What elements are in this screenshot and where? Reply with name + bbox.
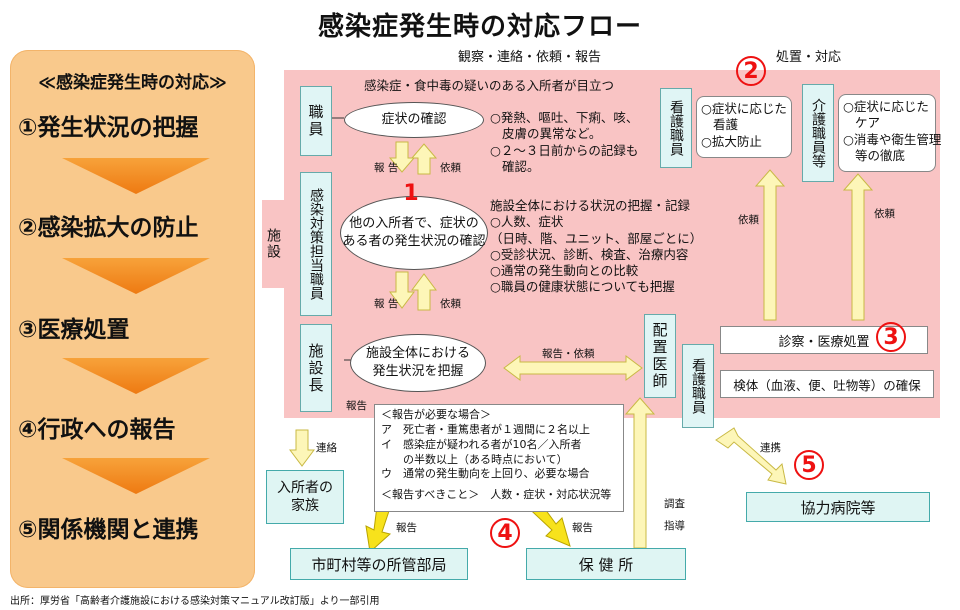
steps-panel [10,50,255,588]
arrow-report-request [503,355,643,381]
arrow-to-hospital [715,427,787,485]
label-survey: 調査 [664,498,685,510]
step-arrow-3 [62,358,210,394]
label-request: 依頼 [440,162,461,174]
role-care-worker: 介護職員等 [802,84,834,182]
condition-item: イ 感染症が疑われる者が10名／入所者 [381,437,582,451]
hospital-box: 協力病院等 [746,492,930,522]
symptoms-note: 皮膚の異常など。 [502,126,602,142]
step-3: ③医療処置 [18,317,130,343]
label-report: 報告 [396,522,417,534]
conditions-heading: ＜報告が必要な場合＞ [381,408,491,421]
label-report: 報 告 [374,298,399,310]
grasp-all-line: 施設全体における [365,346,470,362]
arrow-down-1 [388,141,416,173]
step-arrow-2 [62,258,210,294]
label-contact: 連絡 [316,442,337,454]
others-check-line: ある者の発生状況の確認 [342,234,486,249]
arrow-down-2 [389,271,415,309]
care-action: ○消毒や衛生管理 [843,131,942,147]
condition-item: の半数以上（ある時点において） [403,452,568,466]
arrow-up-care [842,173,874,321]
role-director: 施設長 [300,324,332,412]
family-box: 入所者の 家族 [266,470,344,524]
symptoms-notes: ○発熱、嘔吐、下痢、咳、 皮膚の異常など。 ○２～３日前からの記録も 確認。 [490,110,638,175]
confirm-symptoms: 症状の確認 [344,102,484,138]
label-report: 報 告 [374,162,399,174]
report-conditions: ＜報告が必要な場合＞ ア 死亡者・重篤患者が１週間に２名以上 イ 感染症が疑われ… [374,404,624,512]
care-action: ○症状に応じた [843,99,929,114]
others-check-line: 他の入所者で、症状の [349,216,479,232]
step-2: ②感染拡大の防止 [18,215,199,241]
step-4: ④行政への報告 [18,417,176,443]
facility-wide-item: ○通常の発生動向との比較 [490,263,639,278]
facility-wide-item: ○受診状況、診断、検査、治療内容 [490,246,689,262]
nurse-action: 看護 [713,117,739,133]
suspect-note: 感染症・食中毒の疑いのある入所者が目立つ [364,78,615,93]
facility-tab [262,200,284,288]
municipality-box: 市町村等の所管部局 [290,548,468,580]
condition-item: ウ 通常の発生動向を上回り、必要な場合 [381,467,590,481]
care-action: 等の徹底 [855,147,906,163]
label-request: 依頼 [440,298,461,310]
label-report-request: 報告・依頼 [542,348,595,360]
step-5: ⑤関係機関と連携 [18,517,199,543]
symptoms-note: ○発熱、嘔吐、下痢、咳、 [490,110,639,125]
should-report: ＜報告すべきこと＞ 人数・症状・対応状況等 [381,488,612,502]
arrow-to-family [289,429,315,467]
label-request: 依頼 [738,214,759,226]
page-title: 感染症発生時の対応フロー [317,12,642,42]
others-check: 他の入所者で、症状の ある者の発生状況の確認 [340,196,488,270]
arrow-up-2 [411,273,437,311]
number-4: 4 [490,518,520,548]
family-line: 入所者の [277,479,333,496]
care-actions: ○症状に応じた ケア ○消毒や衛生管理 等の徹底 [838,94,942,172]
facility-wide-record: 施設全体における状況の把握・記録 ○人数、症状 （日時、階、ユニット、部屋ごとに… [490,198,702,296]
nurse-action: ○症状に応じた [701,101,787,116]
specimen-box: 検体（血液、便、吐物等）の確保 [720,370,934,398]
facility-wide-item: （日時、階、ユニット、部屋ごとに） [490,230,703,246]
facility-label: 施設 [265,228,281,260]
facility-wide-item: ○人数、症状 [490,214,564,230]
role-staff: 職員 [300,86,332,156]
number-2: 2 [736,56,766,86]
source-note: 出所：厚労省「高齢者介護施設における感染対策マニュアル改訂版」より一部引用 [10,596,380,607]
facility-wide-item: ○職員の健康状態についても把握 [490,279,675,295]
label-request: 依頼 [874,208,895,220]
grasp-all-line: 発生状況を把握 [372,364,464,379]
care-action: ケア [855,115,881,131]
number-5: 5 [794,450,824,480]
label-report: 報告 [572,522,593,534]
label-report: 報告 [346,400,367,412]
role-nurse-2: 看護職員 [682,344,714,428]
grasp-all: 施設全体における 発生状況を把握 [350,334,486,392]
facility-wide-title: 施設全体における状況の把握・記録 [490,198,691,213]
arrow-up-nurse [754,169,786,321]
symptoms-note: 確認。 [502,158,540,174]
role-doctor: 配置医師 [644,314,676,398]
header-treat: 処置・対応 [776,50,842,65]
condition-item: ア 死亡者・重篤患者が１週間に２名以上 [381,422,590,436]
number-1: 1 [403,180,419,206]
nurse-action: ○拡大防止 [701,133,762,149]
role-nurse: 看護職員 [660,88,692,168]
step-1: ①発生状況の把握 [18,115,199,141]
label-cooperate: 連携 [760,442,781,454]
family-line: 家族 [291,498,319,514]
number-3: 3 [876,322,906,352]
step-arrow-4 [62,458,210,494]
arrow-up-1 [410,143,438,175]
steps-heading: ≪感染症発生時の対応≫ [38,73,227,93]
symptoms-note: ○２～３日前からの記録も [490,142,639,158]
arrow-health-center-up [624,397,656,549]
health-center-box: 保 健 所 [526,548,686,580]
header-observe: 観察・連絡・依頼・報告 [458,50,602,65]
role-infection-officer: 感染対策担当職員 [300,172,332,316]
label-guidance: 指導 [664,520,685,532]
step-arrow-1 [62,158,210,194]
nurse-actions: ○症状に応じた 看護 ○拡大防止 [696,96,792,158]
